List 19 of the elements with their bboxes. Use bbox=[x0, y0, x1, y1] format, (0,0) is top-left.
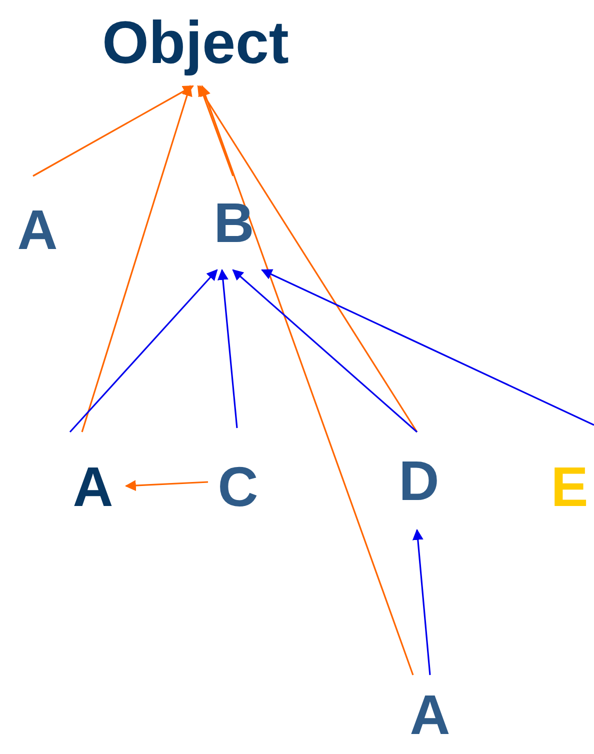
arrow bbox=[261, 269, 594, 426]
class-name: C bbox=[218, 459, 258, 515]
arrow bbox=[32, 85, 194, 177]
arrow bbox=[200, 84, 414, 676]
class-name: Object bbox=[102, 13, 289, 73]
class-name: A bbox=[410, 686, 450, 742]
arrow bbox=[81, 84, 192, 432]
arrow bbox=[412, 528, 431, 676]
arrow bbox=[232, 269, 418, 433]
class-name: A bbox=[72, 459, 114, 515]
arrow bbox=[69, 269, 218, 433]
class-name: B bbox=[214, 195, 254, 251]
arrow bbox=[197, 85, 418, 432]
arrow bbox=[198, 84, 234, 176]
class-name: A bbox=[17, 202, 58, 258]
class-name: D bbox=[398, 453, 440, 509]
arrow bbox=[217, 268, 238, 428]
arrow bbox=[124, 480, 208, 491]
class-name: E bbox=[550, 459, 588, 515]
